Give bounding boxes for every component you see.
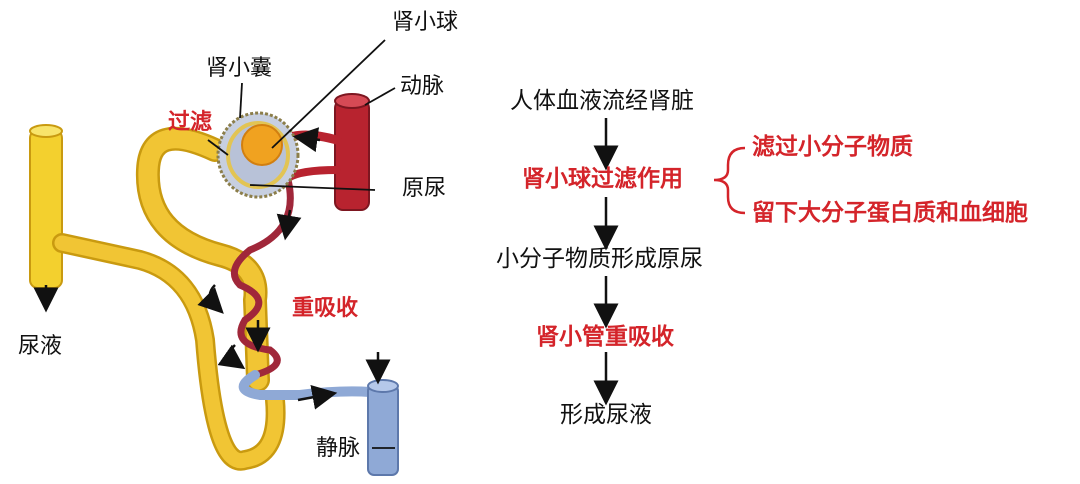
label-reabsorption: 重吸收 — [292, 296, 359, 321]
label-glomerulus: 肾小球 — [392, 10, 459, 35]
flow-step-glomerular-filtration: 肾小球过滤作用 — [522, 166, 683, 192]
flow-arrows — [33, 127, 391, 410]
peritubular-capillary — [230, 176, 375, 400]
flow-step-tubular-reabsorption: 肾小管重吸收 — [536, 324, 674, 350]
label-artery: 动脉 — [400, 74, 445, 99]
flow-branch-retain-large-molecules: 留下大分子蛋白质和血细胞 — [752, 200, 1028, 226]
renal-vein — [367, 379, 399, 476]
branch-bracket — [713, 146, 746, 215]
flow-step-form-primary-urine: 小分子物质形成原尿 — [496, 246, 703, 272]
label-primary-urine: 原尿 — [402, 176, 447, 201]
renal-tubule — [135, 126, 270, 392]
flow-branch-filter-small-molecules: 滤过小分子物质 — [752, 134, 913, 160]
label-vein: 静脉 — [316, 436, 361, 461]
label-urine: 尿液 — [18, 334, 63, 359]
renal-artery — [280, 93, 370, 211]
label-leader-lines — [207, 39, 396, 449]
label-capsule: 肾小囊 — [206, 56, 273, 81]
label-filtration: 过滤 — [168, 110, 213, 135]
flow-step-form-urine: 形成尿液 — [560, 402, 652, 428]
flow-step-blood-through-kidney: 人体血液流经肾脏 — [510, 88, 694, 114]
glomerulus-and-capsule — [216, 111, 300, 199]
collecting-duct — [29, 124, 286, 471]
